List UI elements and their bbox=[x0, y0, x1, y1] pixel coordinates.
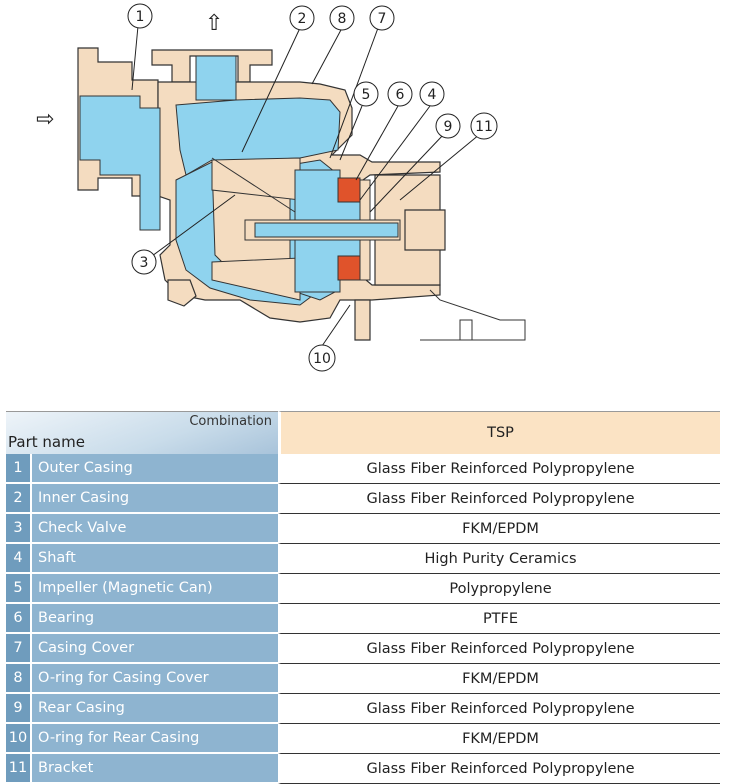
material-cell: FKM/EPDM bbox=[278, 724, 720, 754]
impeller-assembly bbox=[211, 157, 401, 301]
part-name-cell: O-ring for Casing Cover bbox=[30, 664, 278, 694]
callout-4: 4 bbox=[419, 81, 445, 107]
pump-cross-section-diagram: ⇧ ⇨ 1 2 8 7 5 6 4 bbox=[36, 3, 526, 372]
material-cell: FKM/EPDM bbox=[278, 664, 720, 694]
header-combination-label: Combination bbox=[189, 414, 272, 429]
part-name-cell: Impeller (Magnetic Can) bbox=[30, 574, 278, 604]
part-name-cell: Rear Casing bbox=[30, 694, 278, 724]
part-number-cell: 10 bbox=[6, 724, 30, 754]
callout-9: 9 bbox=[435, 113, 461, 139]
material-cell: Polypropylene bbox=[278, 574, 720, 604]
magnet-bottom bbox=[337, 255, 361, 281]
callout-1: 1 bbox=[127, 3, 153, 29]
part-number-cell: 4 bbox=[6, 544, 30, 574]
part-name-cell: Casing Cover bbox=[30, 634, 278, 664]
svg-text:7: 7 bbox=[378, 11, 387, 27]
part-number-cell: 1 bbox=[6, 454, 30, 484]
material-cell: Glass Fiber Reinforced Polypropylene bbox=[278, 454, 720, 484]
part-number-cell: 8 bbox=[6, 664, 30, 694]
part-name-cell: O-ring for Rear Casing bbox=[30, 724, 278, 754]
svg-text:3: 3 bbox=[140, 255, 149, 271]
svg-text:8: 8 bbox=[338, 11, 347, 27]
part-name-cell: Bracket bbox=[30, 754, 278, 784]
material-cell: PTFE bbox=[278, 604, 720, 634]
svg-text:9: 9 bbox=[444, 119, 453, 135]
inlet-arrow-icon: ⇨ bbox=[36, 107, 54, 132]
part-number-cell: 11 bbox=[6, 754, 30, 784]
callout-7: 7 bbox=[369, 5, 395, 31]
material-cell: Glass Fiber Reinforced Polypropylene bbox=[278, 694, 720, 724]
svg-text:11: 11 bbox=[475, 119, 493, 135]
callout-11: 11 bbox=[470, 112, 498, 140]
callout-6: 6 bbox=[387, 81, 413, 107]
svg-text:4: 4 bbox=[428, 87, 437, 103]
part-name-cell: Inner Casing bbox=[30, 484, 278, 514]
callout-3: 3 bbox=[131, 249, 157, 275]
svg-text:5: 5 bbox=[362, 87, 371, 103]
magnet-top bbox=[337, 177, 361, 203]
svg-text:6: 6 bbox=[396, 87, 405, 103]
material-cell: Glass Fiber Reinforced Polypropylene bbox=[278, 634, 720, 664]
material-cell: Glass Fiber Reinforced Polypropylene bbox=[278, 484, 720, 514]
header-part-name-label: Part name bbox=[8, 433, 85, 451]
base-plate bbox=[420, 289, 526, 341]
part-name-cell: Outer Casing bbox=[30, 454, 278, 484]
material-cell: FKM/EPDM bbox=[278, 514, 720, 544]
part-number-cell: 9 bbox=[6, 694, 30, 724]
part-number-cell: 6 bbox=[6, 604, 30, 634]
part-number-cell: 3 bbox=[6, 514, 30, 544]
part-name-cell: Bearing bbox=[30, 604, 278, 634]
svg-text:10: 10 bbox=[313, 351, 331, 367]
part-number-cell: 5 bbox=[6, 574, 30, 604]
svg-text:2: 2 bbox=[298, 11, 307, 27]
callout-2: 2 bbox=[289, 5, 315, 31]
part-name-cell: Shaft bbox=[30, 544, 278, 574]
callout-5: 5 bbox=[353, 81, 379, 107]
header-tsp-label: TSP bbox=[278, 411, 720, 454]
material-cell: Glass Fiber Reinforced Polypropylene bbox=[278, 754, 720, 784]
callout-10: 10 bbox=[308, 344, 336, 372]
material-cell: High Purity Ceramics bbox=[278, 544, 720, 574]
svg-text:1: 1 bbox=[136, 9, 145, 25]
part-number-cell: 2 bbox=[6, 484, 30, 514]
callout-8: 8 bbox=[329, 5, 355, 31]
outlet-arrow-icon: ⇧ bbox=[205, 11, 223, 36]
table-header-row: Combination Part name TSP bbox=[6, 411, 720, 454]
part-number-cell: 7 bbox=[6, 634, 30, 664]
header-part-combination-cell: Combination Part name bbox=[6, 411, 278, 454]
part-name-cell: Check Valve bbox=[30, 514, 278, 544]
